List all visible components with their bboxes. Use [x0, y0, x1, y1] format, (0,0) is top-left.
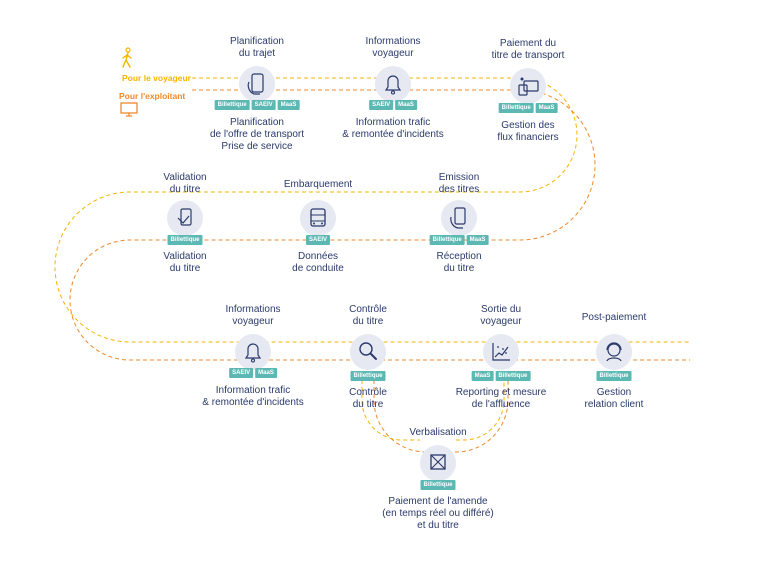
step4-top-label: Validation du titre — [163, 172, 207, 195]
badge-maas: MaaS — [471, 371, 494, 381]
badge-saeiv: SAEIV — [369, 100, 394, 110]
step3-badges: Billettique MaaS — [498, 103, 558, 113]
badge-maas: MaaS — [255, 368, 277, 378]
step2-badges: SAEIV MaaS — [369, 100, 417, 110]
badge-maas: MaaS — [395, 100, 417, 110]
step1-top-label: Planification du trajet — [230, 36, 284, 59]
badge-billettique: Billettique — [495, 371, 531, 381]
step11-top-label: Verbalisation — [409, 427, 467, 438]
step7-bottom-label: Information trafic & remontée d'incident… — [202, 385, 304, 408]
step4-badges: Billettique — [167, 235, 203, 245]
step3-node — [510, 68, 546, 104]
badge-billettique: Billettique — [167, 235, 203, 245]
step5-bottom-label: Données de conduite — [292, 251, 344, 274]
step4-node — [167, 200, 203, 236]
chart-icon — [492, 343, 510, 361]
step3-top-label: Paiement du titre de transport — [491, 38, 565, 61]
step6-bottom-label: Réception du titre — [436, 251, 482, 274]
badge-maas: MaaS — [535, 103, 558, 113]
step8-bottom-label: Contrôle du titre — [349, 387, 387, 410]
badge-billettique: Billettique — [420, 480, 456, 490]
badge-maas: MaaS — [277, 100, 300, 110]
step8-top-label: Contrôle du titre — [349, 304, 387, 327]
step10-bottom-label: Gestion relation client — [584, 387, 644, 410]
badge-billettique: Billettique — [214, 100, 250, 110]
bus-icon — [310, 208, 326, 227]
walking-person-icon — [122, 47, 132, 68]
computer-icon — [120, 102, 138, 117]
phone-hand-icon — [247, 73, 264, 95]
step9-node — [483, 334, 519, 370]
bell-icon — [384, 75, 402, 95]
step11-bottom-label: Paiement de l'amende (en temps réel ou d… — [382, 496, 494, 531]
fine-box-icon — [430, 454, 446, 470]
bell-icon — [244, 343, 262, 363]
step11-node — [420, 445, 456, 481]
badge-billettique: Billettique — [498, 103, 534, 113]
badge-saeiv: SAEIV — [229, 368, 254, 378]
magnifier-icon — [359, 342, 377, 360]
step7-node — [235, 334, 271, 370]
badge-saeiv: SAEIV — [305, 235, 331, 245]
badge-saeiv: SAEIV — [251, 100, 276, 110]
exploitant-path — [69, 89, 690, 361]
step5-top-label: Embarquement — [283, 179, 353, 190]
step11-badges: Billettique — [420, 480, 456, 490]
ticket-hand-icon — [450, 207, 466, 229]
step7-badges: SAEIV MaaS — [229, 368, 277, 378]
badge-billettique: Billettique — [596, 371, 632, 381]
step6-node — [441, 200, 477, 236]
step9-bottom-label: Reporting et mesure de l'affluence — [455, 387, 547, 410]
badge-billettique: Billettique — [429, 235, 465, 245]
step5-node — [300, 200, 336, 236]
badge-billettique: Billettique — [350, 371, 386, 381]
badge-maas: MaaS — [466, 235, 489, 245]
step1-bottom-label: Planification de l'offre de transport Pr… — [209, 117, 305, 152]
legend-exploitant: Pour l'exploitant — [119, 91, 186, 101]
step1-badges: Billettique SAEIV MaaS — [214, 100, 300, 110]
legend-voyageur: Pour le voyageur — [122, 73, 191, 83]
step10-badges: Billettique — [596, 371, 632, 381]
step2-bottom-label: Information trafic & remontée d'incident… — [342, 117, 444, 140]
step8-node — [350, 334, 386, 370]
step8-badges: Billettique — [350, 371, 386, 381]
step10-node — [596, 334, 632, 370]
step4-bottom-label: Validation du titre — [163, 251, 207, 274]
step2-node — [375, 66, 411, 102]
headset-person-icon — [606, 342, 622, 362]
step6-top-label: Emission des titres — [438, 172, 480, 195]
step10-top-label: Post-paiement — [581, 312, 647, 323]
step9-top-label: Sortie du voyageur — [480, 304, 522, 327]
payment-card-icon — [518, 77, 539, 96]
verbalisation-branch-voyageur — [361, 380, 420, 441]
card-validation-icon — [177, 208, 192, 226]
step1-node — [239, 66, 275, 102]
step5-badges: SAEIV — [305, 235, 331, 245]
step9-badges: MaaS Billettique — [471, 371, 531, 381]
step3-bottom-label: Gestion des flux financiers — [497, 120, 559, 143]
step2-top-label: Informations voyageur — [365, 36, 421, 59]
step6-badges: Billettique MaaS — [429, 235, 489, 245]
step7-top-label: Informations voyageur — [225, 304, 281, 327]
